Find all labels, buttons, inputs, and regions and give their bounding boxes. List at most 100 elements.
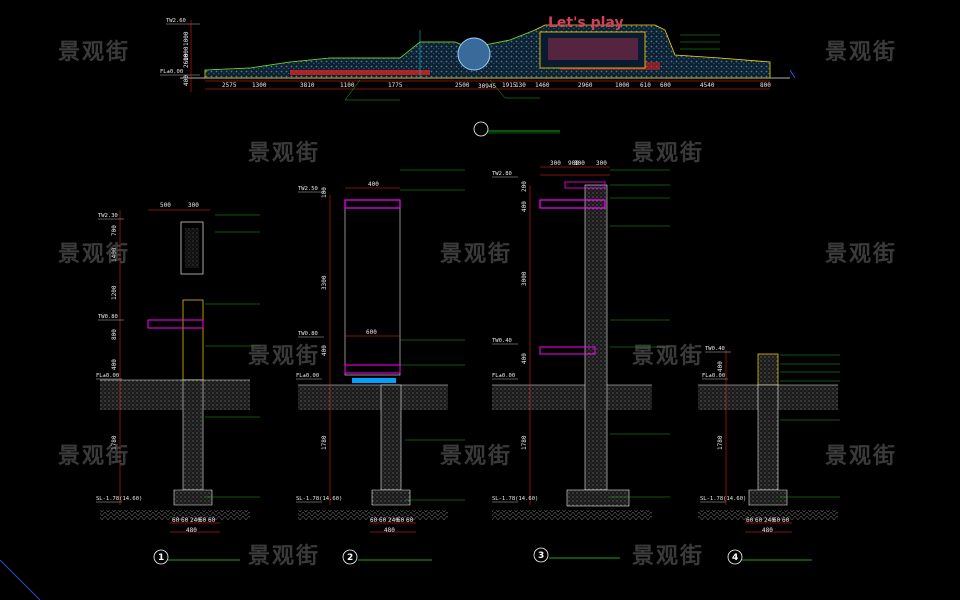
- watermark: 景观街: [632, 544, 705, 569]
- section-2-vertical-dim: 3300: [321, 275, 328, 290]
- watermark: 景观街: [440, 444, 513, 469]
- section-2-bottom-dim: 60: [397, 517, 405, 524]
- elevation-horizontal-dim: 4540: [700, 82, 715, 89]
- section-1-vertical-dim: 800: [111, 329, 118, 340]
- watermark: 景观街: [58, 444, 131, 469]
- section-2-bottom-dim: 60: [379, 517, 387, 524]
- section-4-level-bottom: SL-1.78(14.60): [700, 496, 746, 502]
- elevation-horizontal-dim: 1000: [615, 82, 630, 89]
- section-1-bottom-dim: 60: [181, 517, 189, 524]
- section-3-vertical-dim: 1780: [521, 435, 528, 450]
- section-1-level-mid: TW0.80: [98, 314, 118, 320]
- elevation-horizontal-dim: 2960: [578, 82, 593, 89]
- section-2-top-dim: 400: [368, 181, 379, 188]
- section-4-level-ground: FL±0.00: [702, 373, 725, 379]
- section-3-top-dim: 900: [568, 160, 579, 167]
- section-1-top-dim: 300: [188, 202, 199, 209]
- watermark: 景观街: [248, 141, 321, 166]
- round-window: [457, 37, 491, 71]
- watermark: 景观街: [825, 242, 898, 267]
- section-2-bottom-dim: 60: [370, 517, 378, 524]
- section-3-level-ground: FL±0.00: [492, 373, 515, 379]
- section-4-vertical-dim: 1780: [717, 435, 724, 450]
- section-1-bottom-dim: 60: [199, 517, 207, 524]
- section-1-bottom-dim: 60: [208, 517, 216, 524]
- watermark: 景观街: [248, 344, 321, 369]
- section-1-number: 1: [158, 553, 164, 563]
- section-2-mid-dim: 600: [366, 329, 377, 336]
- elevation-title-circle: [473, 121, 489, 137]
- elevation-horizontal-dim: 610: [640, 82, 651, 89]
- section-3-footing: [566, 489, 630, 507]
- section-2-vertical-dim: 100: [321, 187, 328, 198]
- section-1-vertical-dim: 400: [111, 359, 118, 370]
- watermark: 景观街: [248, 544, 321, 569]
- section-1-bottom-dim: 240: [190, 517, 201, 524]
- section-4: [698, 350, 840, 533]
- elevation-horizontal-dim: 2500: [455, 82, 470, 89]
- section-3-bench: [539, 346, 596, 355]
- section-2-frame: [344, 199, 401, 376]
- portal-panel: [548, 38, 638, 60]
- elevation-level-ground: FL±0.00: [160, 69, 183, 75]
- section-3-level-top: TW2.80: [492, 171, 512, 177]
- section-2-level-ground: FL±0.00: [296, 373, 319, 379]
- elevation-horizontal-dim: 2575: [222, 82, 237, 89]
- section-3-vertical-dim: 400: [521, 353, 528, 364]
- section-1-vertical-dim: 700: [111, 225, 118, 236]
- elevation-horizontal-dim: 800: [760, 82, 771, 89]
- section-1-bench: [147, 319, 204, 329]
- section-2-stem: [380, 384, 402, 491]
- section-1-footing: [173, 489, 213, 506]
- section-1-title-circle: [153, 549, 169, 565]
- elevation-vertical-dim: 2600: [183, 53, 190, 68]
- section-1-bottom-total: 480: [186, 527, 197, 534]
- elevation-horizontal-dim: 1460: [535, 82, 550, 89]
- watermark: 景观街: [825, 444, 898, 469]
- section-2-top-beam: [344, 199, 401, 209]
- section-2-level-top: TW2.50: [298, 186, 318, 192]
- section-4-bottom-dim: 60: [755, 517, 763, 524]
- section-1-top-dim: 500: [160, 202, 171, 209]
- section-2-bench: [344, 364, 401, 374]
- watermark: 景观街: [58, 40, 131, 65]
- section-2-level-mid: TW0.80: [298, 331, 318, 337]
- section-4-vertical-dim: 400: [717, 361, 724, 372]
- elevation-vertical-dim: 1000: [183, 46, 190, 61]
- section-2: [298, 169, 465, 533]
- elevation-horizontal-dim: 600: [660, 82, 671, 89]
- section-2-title-circle: [342, 549, 358, 565]
- wall-cap-line: [204, 29, 536, 71]
- section-4-bottom-dim: 60: [746, 517, 754, 524]
- watermark: 景观街: [632, 141, 705, 166]
- viewport-edge: [0, 559, 41, 600]
- section-3-number: 3: [538, 551, 544, 561]
- section-3-vertical-dim: 400: [521, 201, 528, 212]
- section-1-upper-block: [180, 221, 204, 275]
- elevation-level-top: TW2.60: [166, 18, 186, 24]
- section-1-level-bottom: SL-1.78(14.60): [96, 496, 142, 502]
- section-2-bottom-total: 480: [384, 527, 395, 534]
- section-4-bottom-dim: 240: [764, 517, 775, 524]
- section-2-bottom-dim: 60: [406, 517, 414, 524]
- section-1-level-ground: FL±0.00: [96, 373, 119, 379]
- section-2-bottom-dim: 240: [388, 517, 399, 524]
- section-3-top-dim: 300: [596, 160, 607, 167]
- sign-lettering: Let's play: [548, 15, 624, 31]
- section-3-canopy: [539, 199, 606, 209]
- section-2-vertical-dim: 400: [321, 345, 328, 356]
- section-4-level-top: TW0.40: [705, 346, 725, 352]
- elevation-drawing: Let's play TW2.60 FL±0.00 26001000100040…: [160, 15, 796, 137]
- section-1-vertical-dim: 1400: [111, 247, 118, 262]
- section-2-footing: [371, 489, 411, 506]
- section-1-bottom-dim: 60: [172, 517, 180, 524]
- section-4-footing: [748, 489, 788, 506]
- section-3-top-dim: 300: [550, 160, 561, 167]
- watermark: 景观街: [58, 242, 131, 267]
- section-1-base-soil: [100, 510, 250, 520]
- elevation-horizontal-dim: 1300: [252, 82, 267, 89]
- section-4-bottom-total: 480: [762, 527, 773, 534]
